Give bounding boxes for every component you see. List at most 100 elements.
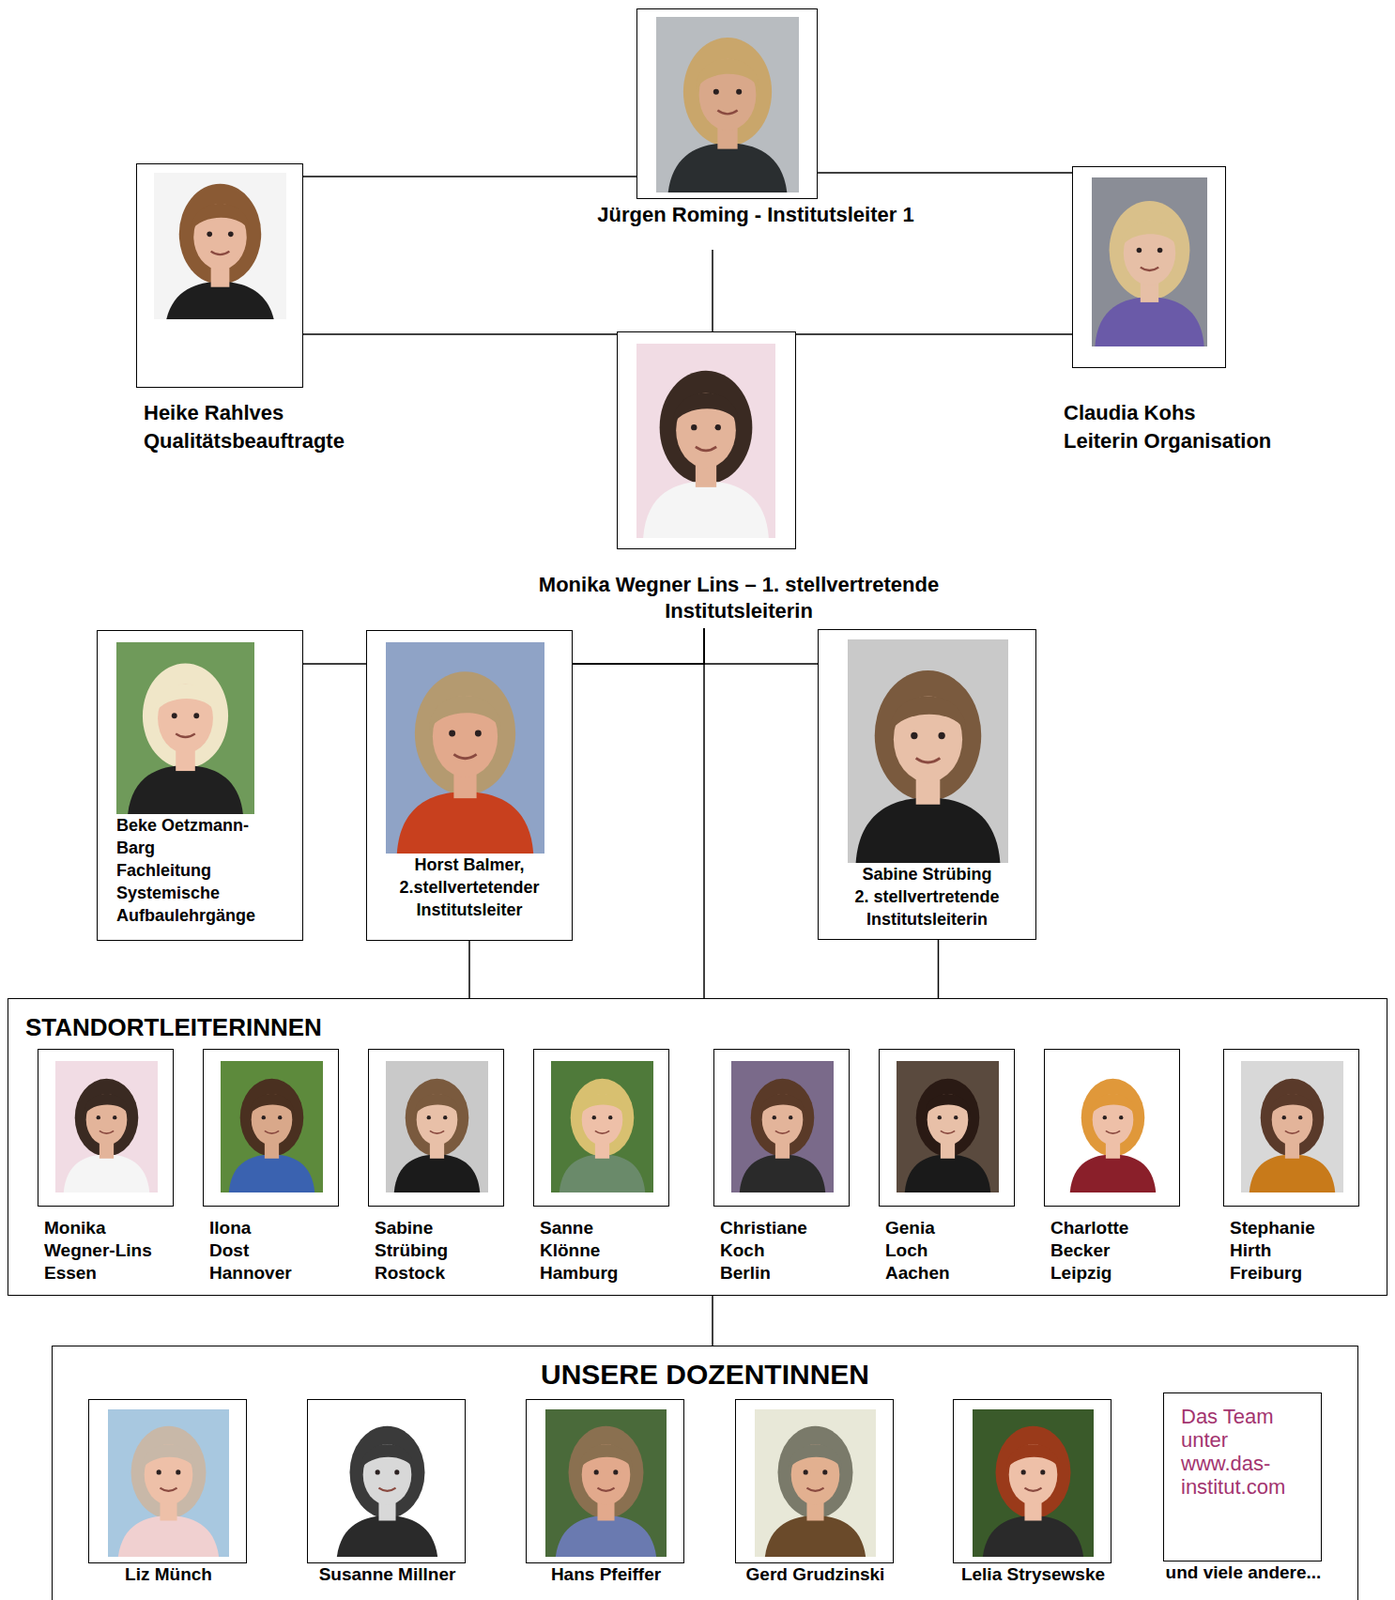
portrait-photo bbox=[847, 639, 1009, 863]
person-label: Stephanie Hirth Freiburg bbox=[1229, 1216, 1316, 1285]
photo-frame: Ilona Dost Hannover bbox=[202, 1048, 339, 1207]
photo-frame: Sanne Klönne Hamburg bbox=[533, 1048, 670, 1207]
portrait-photo bbox=[1091, 177, 1208, 347]
portrait-photo bbox=[1061, 1060, 1165, 1193]
portrait-figure bbox=[545, 1409, 667, 1557]
portrait-photo bbox=[731, 1060, 834, 1193]
portrait-figure bbox=[116, 642, 255, 814]
photo-frame: Genia Loch Aachen bbox=[878, 1048, 1015, 1207]
portrait-photo bbox=[545, 1409, 667, 1557]
portrait-figure bbox=[220, 1060, 323, 1193]
person-card: Das Team unter www.das-institut.comund v… bbox=[1163, 1392, 1322, 1562]
portrait-photo bbox=[107, 1409, 230, 1557]
portrait-figure bbox=[754, 1409, 876, 1557]
label-block: und viele andere... bbox=[1165, 1562, 1322, 1583]
section-title: UNSERE DOZENTINNEN bbox=[52, 1346, 1358, 1392]
org-connector bbox=[303, 175, 637, 178]
portrait-photo bbox=[153, 172, 287, 320]
portrait-photo bbox=[551, 1060, 654, 1193]
photo-frame: Heike RahlvesQualitätsbeauftragte bbox=[136, 163, 304, 388]
label-block: Sanne Klönne Hamburg bbox=[539, 1216, 618, 1285]
person-label: Hans Pfeiffer bbox=[551, 1563, 661, 1585]
org-connector bbox=[711, 1295, 714, 1346]
person-label: Claudia Kohs bbox=[1063, 398, 1272, 428]
portrait-photo bbox=[385, 642, 545, 854]
org-connector bbox=[711, 249, 714, 332]
person-card: Horst Balmer,2.stellvertetender Institut… bbox=[366, 629, 573, 941]
photo-frame: Stephanie Hirth Freiburg bbox=[1223, 1048, 1360, 1207]
label-block: Susanne Millner bbox=[319, 1563, 457, 1585]
label-block: Ilona Dost Hannover bbox=[209, 1216, 292, 1285]
person-label: Charlotte Becker Leipzig bbox=[1050, 1216, 1129, 1285]
label-block: Liz Münch bbox=[124, 1563, 213, 1585]
portrait-photo bbox=[55, 1060, 158, 1193]
person-label: Jürgen Roming - Institutsleiter 1 bbox=[597, 202, 914, 228]
label-block: Monika Wegner Lins – 1. stellvertretende… bbox=[475, 571, 1002, 625]
photo-frame: Christiane Koch Berlin bbox=[713, 1048, 850, 1207]
label-block: Gerd Grudzinski bbox=[746, 1563, 886, 1585]
portrait-figure bbox=[731, 1060, 834, 1193]
card-text: Beke Oetzmann-BargFachleitung Systemisch… bbox=[116, 813, 275, 927]
photo-frame: Claudia KohsLeiterin Organisation bbox=[1072, 166, 1227, 368]
photo-frame: Liz Münch bbox=[88, 1398, 247, 1564]
org-connector bbox=[796, 333, 1073, 336]
org-connector bbox=[703, 628, 706, 998]
portrait-figure bbox=[153, 172, 287, 320]
photo-frame: Hans Pfeiffer bbox=[525, 1398, 685, 1564]
photo-frame: Lelia Strysewske bbox=[952, 1398, 1112, 1564]
portrait-figure bbox=[326, 1409, 448, 1557]
person-label: Leiterin Organisation bbox=[1063, 427, 1272, 456]
person-label: 2. stellvertretende Institutsleiterin bbox=[826, 885, 1028, 931]
portrait-figure bbox=[896, 1060, 999, 1193]
portrait-figure bbox=[107, 1409, 230, 1557]
person-label: Liz Münch bbox=[124, 1563, 213, 1585]
label-block: Monika Wegner-Lins Essen bbox=[44, 1216, 171, 1285]
portrait-photo bbox=[896, 1060, 999, 1193]
person-card: Beke Oetzmann-BargFachleitung Systemisch… bbox=[96, 629, 304, 941]
person-label: Gerd Grudzinski bbox=[746, 1563, 886, 1585]
person-label: Ilona Dost Hannover bbox=[209, 1216, 292, 1285]
person-label: Monika Wegner Lins – 1. stellvertretende… bbox=[475, 571, 1002, 625]
portrait-figure bbox=[636, 343, 776, 538]
label-block: Christiane Koch Berlin bbox=[720, 1216, 808, 1285]
group-band: UNSERE DOZENTINNENLiz MünchSusanne Milln… bbox=[51, 1345, 1359, 1600]
org-connector bbox=[572, 628, 705, 664]
portrait-figure bbox=[1061, 1060, 1165, 1193]
portrait-figure bbox=[55, 1060, 158, 1193]
photo-frame: Monika Wegner-Lins Essen bbox=[37, 1048, 174, 1207]
portrait-photo bbox=[636, 343, 776, 538]
person-label: Lelia Strysewske bbox=[961, 1563, 1105, 1585]
card-text: Horst Balmer,2.stellvertetender Institut… bbox=[374, 853, 565, 921]
portrait-figure bbox=[1241, 1060, 1344, 1193]
portrait-figure bbox=[972, 1409, 1094, 1557]
photo-frame: Gerd Grudzinski bbox=[735, 1398, 894, 1564]
photo-frame: Jürgen Roming - Institutsleiter 1 bbox=[636, 8, 818, 200]
org-connector bbox=[704, 628, 818, 664]
portrait-photo bbox=[656, 16, 799, 193]
label-block: Hans Pfeiffer bbox=[551, 1563, 661, 1585]
note-label: und viele andere... bbox=[1165, 1562, 1322, 1583]
card-text: Sabine Strübing2. stellvertretende Insti… bbox=[826, 862, 1028, 931]
portrait-photo bbox=[116, 642, 255, 814]
label-block: Claudia KohsLeiterin Organisation bbox=[1063, 398, 1272, 456]
portrait-photo bbox=[1241, 1060, 1344, 1193]
person-label: Sabine Strübing bbox=[826, 862, 1028, 886]
portrait-photo bbox=[220, 1060, 323, 1193]
org-connector bbox=[303, 333, 617, 336]
label-block: Charlotte Becker Leipzig bbox=[1050, 1216, 1129, 1285]
person-label: Monika Wegner-Lins Essen bbox=[44, 1216, 171, 1285]
portrait-figure bbox=[847, 639, 1009, 863]
person-card: Sabine Strübing2. stellvertretende Insti… bbox=[817, 628, 1037, 940]
portrait-figure bbox=[1091, 177, 1208, 347]
card-text: Das Team unter www.das-institut.com bbox=[1180, 1404, 1312, 1499]
section-title: STANDORTLEITERINNEN bbox=[8, 998, 1387, 1043]
photo-frame: Susanne Millner bbox=[306, 1398, 466, 1564]
link-text: Das Team unter www.das-institut.com bbox=[1180, 1404, 1312, 1499]
portrait-photo bbox=[754, 1409, 876, 1557]
person-label: Qualitätsbeauftragte bbox=[143, 427, 345, 456]
portrait-figure bbox=[385, 642, 545, 854]
person-label: Christiane Koch Berlin bbox=[720, 1216, 808, 1285]
photo-frame: Monika Wegner Lins – 1. stellvertretende… bbox=[616, 331, 797, 550]
label-block: Stephanie Hirth Freiburg bbox=[1229, 1216, 1316, 1285]
